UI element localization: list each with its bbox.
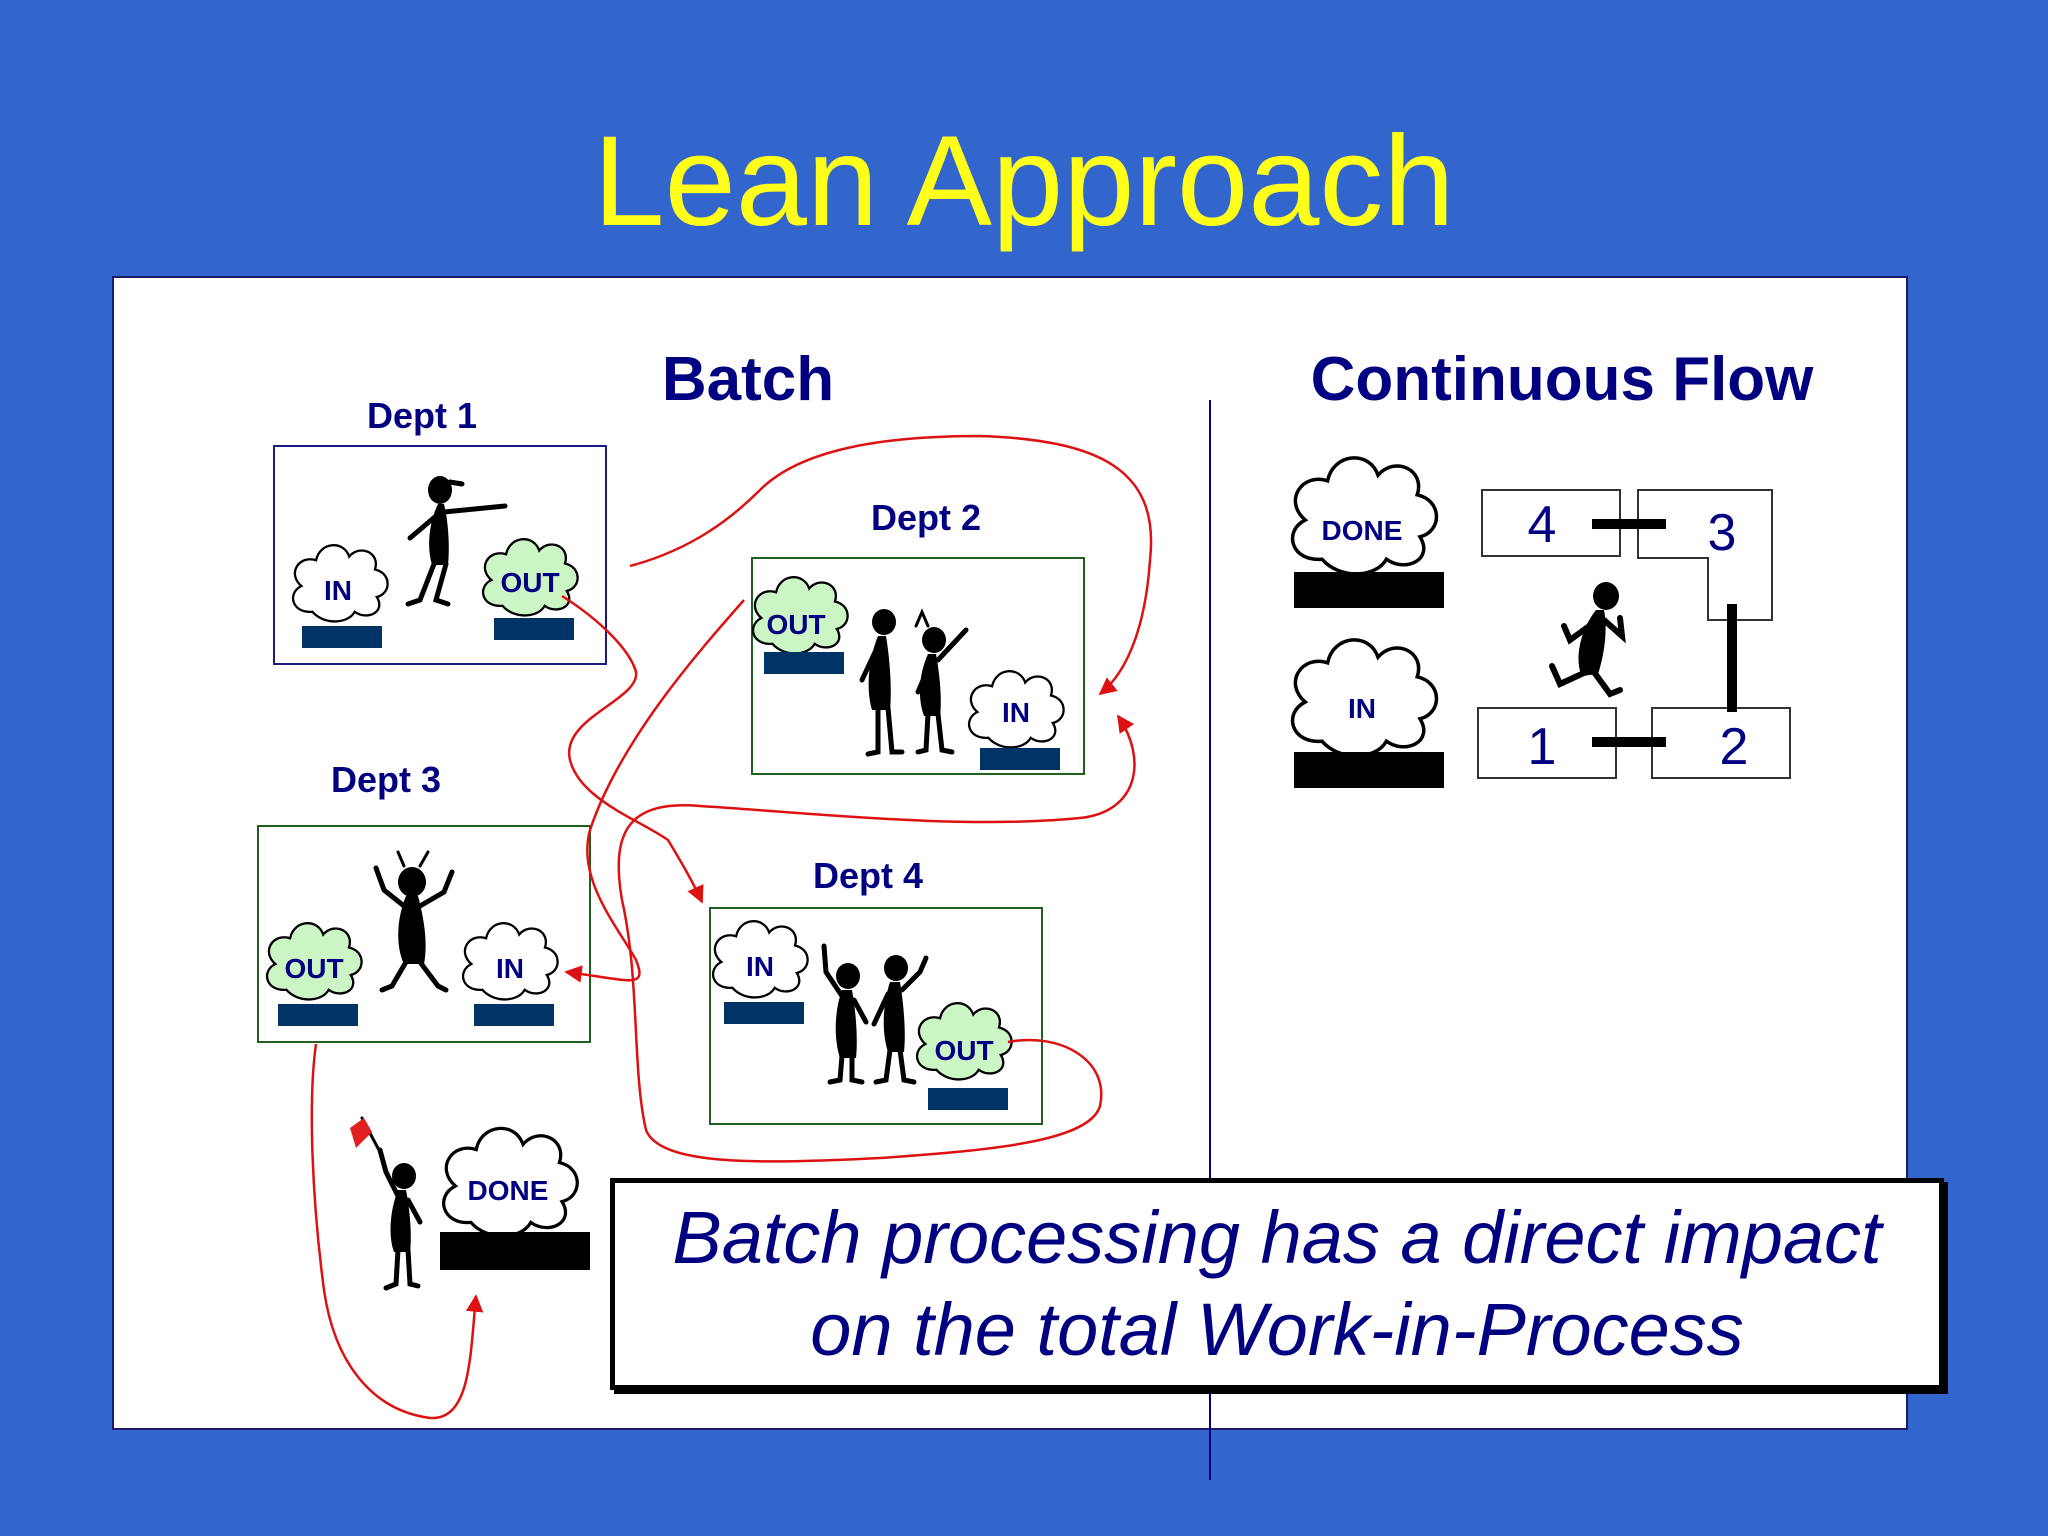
flag-worker-icon xyxy=(350,1116,423,1291)
dept-1-label: Dept 1 xyxy=(367,395,477,436)
batch-done-text: DONE xyxy=(468,1175,549,1206)
dept-3-box xyxy=(257,825,591,1043)
callout-text: Batch processing has a direct impact on … xyxy=(672,1192,1881,1376)
dept-4-label: Dept 4 xyxy=(813,855,923,896)
callout-line-2: on the total Work-in-Process xyxy=(810,1288,1744,1371)
dept-1-box xyxy=(273,445,607,665)
flow-connectors xyxy=(1592,519,1737,747)
batch-heading: Batch xyxy=(662,345,834,414)
flow-in-cloud: IN xyxy=(1290,638,1444,788)
dept-1-in-text: IN xyxy=(324,575,352,606)
dept-3-in-text: IN xyxy=(496,953,524,984)
callout-box: Batch processing has a direct impact on … xyxy=(610,1178,1944,1390)
two-workers-icon xyxy=(859,608,969,757)
arrow-dept1-to-dept2 xyxy=(629,434,1153,696)
dept-4-box xyxy=(709,907,1043,1125)
dept-4-in-text: IN xyxy=(746,951,774,982)
batch-done-cloud: DONE xyxy=(440,1126,590,1270)
running-worker-icon xyxy=(1549,582,1626,698)
dept-2-in-text: IN xyxy=(1002,697,1030,728)
flow-in-text: IN xyxy=(1348,693,1376,724)
batch-flow-arrows xyxy=(310,434,1153,1420)
flow-cell xyxy=(1477,489,1791,779)
station-2-box xyxy=(1651,707,1791,779)
station-3-label: 3 xyxy=(1708,504,1737,562)
continuous-flow-heading: Continuous Flow xyxy=(1311,345,1815,414)
dept-3-in-cloud: IN xyxy=(461,922,559,1026)
callout-line-1: Batch processing has a direct impact xyxy=(672,1196,1882,1279)
dept-1-in-cloud: IN xyxy=(291,544,389,648)
station-3-box xyxy=(1637,489,1773,621)
dept-3-label: Dept 3 xyxy=(331,759,441,800)
dept-1-out-cloud: OUT xyxy=(481,538,579,640)
arrow-dept4-to-dept2 xyxy=(617,714,1136,1163)
arrow-dept3-to-done xyxy=(310,1043,484,1420)
flow-done-cloud: DONE xyxy=(1290,456,1444,608)
station-1-label: 1 xyxy=(1528,718,1557,776)
dept-4-in-cloud: IN xyxy=(711,920,809,1024)
dept-1-out-text: OUT xyxy=(500,567,559,598)
dept-3-out-cloud: OUT xyxy=(265,922,363,1026)
dept-2-in-cloud: IN xyxy=(967,670,1065,770)
frustrated-worker-icon xyxy=(373,850,455,993)
slide-title: Lean Approach xyxy=(593,110,1455,253)
dept-3-out-text: OUT xyxy=(284,953,343,984)
dept-2-out-cloud: OUT xyxy=(751,576,849,674)
dept-2-out-text: OUT xyxy=(766,609,825,640)
dept-2-label: Dept 2 xyxy=(871,497,981,538)
station-2-label: 2 xyxy=(1720,718,1749,776)
dept-2-box xyxy=(751,557,1085,775)
arrow-dept1-to-dept4 xyxy=(561,594,704,904)
waving-workers-icon xyxy=(821,943,929,1085)
dept-4-out-text: OUT xyxy=(934,1035,993,1066)
flow-done-text: DONE xyxy=(1322,515,1403,546)
pointing-worker-icon xyxy=(405,476,508,607)
station-4-label: 4 xyxy=(1528,496,1557,554)
arrow-dept2-to-dept3 xyxy=(564,599,745,983)
dept-4-out-cloud: OUT xyxy=(915,1002,1013,1110)
